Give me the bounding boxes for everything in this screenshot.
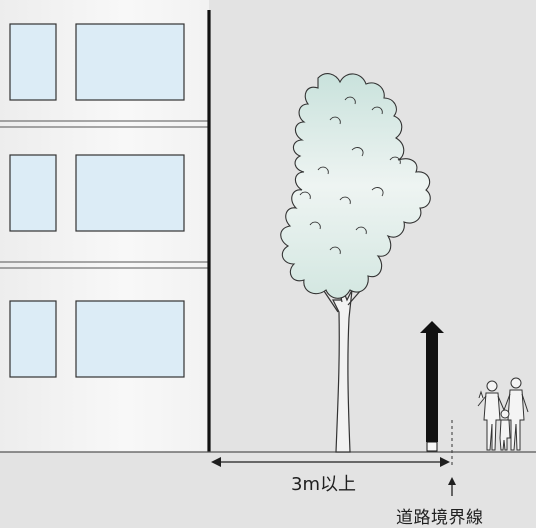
up-arrow-icon (420, 321, 444, 452)
tree-trunk (332, 287, 353, 453)
distance-arrow (211, 457, 450, 467)
tree-icon (280, 73, 431, 453)
building-window (9, 154, 185, 232)
building-window (9, 300, 185, 378)
pedestrian-family-icon (477, 377, 529, 451)
boundary-pointer-arrow (448, 477, 456, 496)
building-window (9, 23, 185, 101)
tree-canopy-detail (299, 96, 401, 255)
building (0, 0, 211, 452)
tree-canopy (280, 73, 431, 299)
distance-label: 3m以上 (291, 474, 356, 495)
floor-line (0, 120, 209, 269)
road-boundary-label: 道路境界線 (396, 508, 484, 528)
